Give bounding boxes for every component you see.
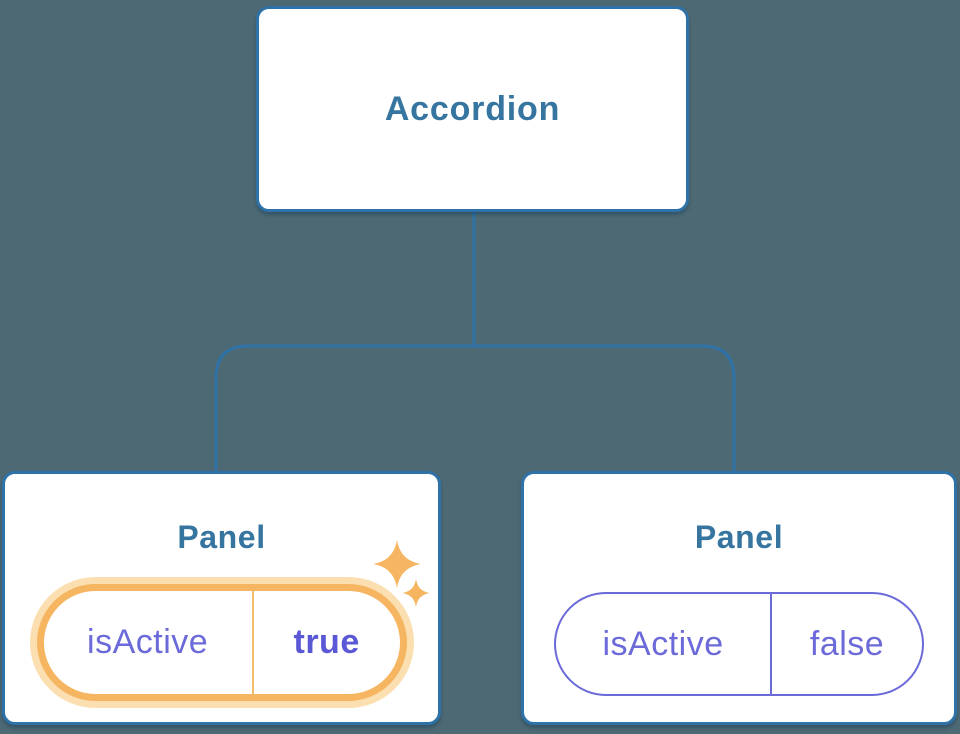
state-pill-inactive: isActive false	[554, 592, 924, 696]
pill-divider	[770, 594, 773, 694]
pill-divider	[251, 591, 254, 694]
prop-name: isActive	[602, 624, 724, 663]
panel-node-inactive: Panel isActive false	[521, 471, 957, 725]
accordion-node-label: Accordion	[384, 89, 561, 128]
accordion-node: Accordion	[256, 6, 689, 212]
panel-node-active: Panel isActive true	[2, 471, 441, 725]
panel-node-label: Panel	[694, 519, 784, 555]
prop-name: isActive	[87, 623, 209, 661]
prop-value: true	[293, 623, 360, 661]
connector-branch	[214, 344, 736, 472]
sparkles-icon	[373, 540, 430, 607]
panel-node-label: Panel	[177, 519, 266, 555]
prop-value: false	[809, 624, 885, 663]
state-pill-active: isActive true	[36, 584, 407, 701]
